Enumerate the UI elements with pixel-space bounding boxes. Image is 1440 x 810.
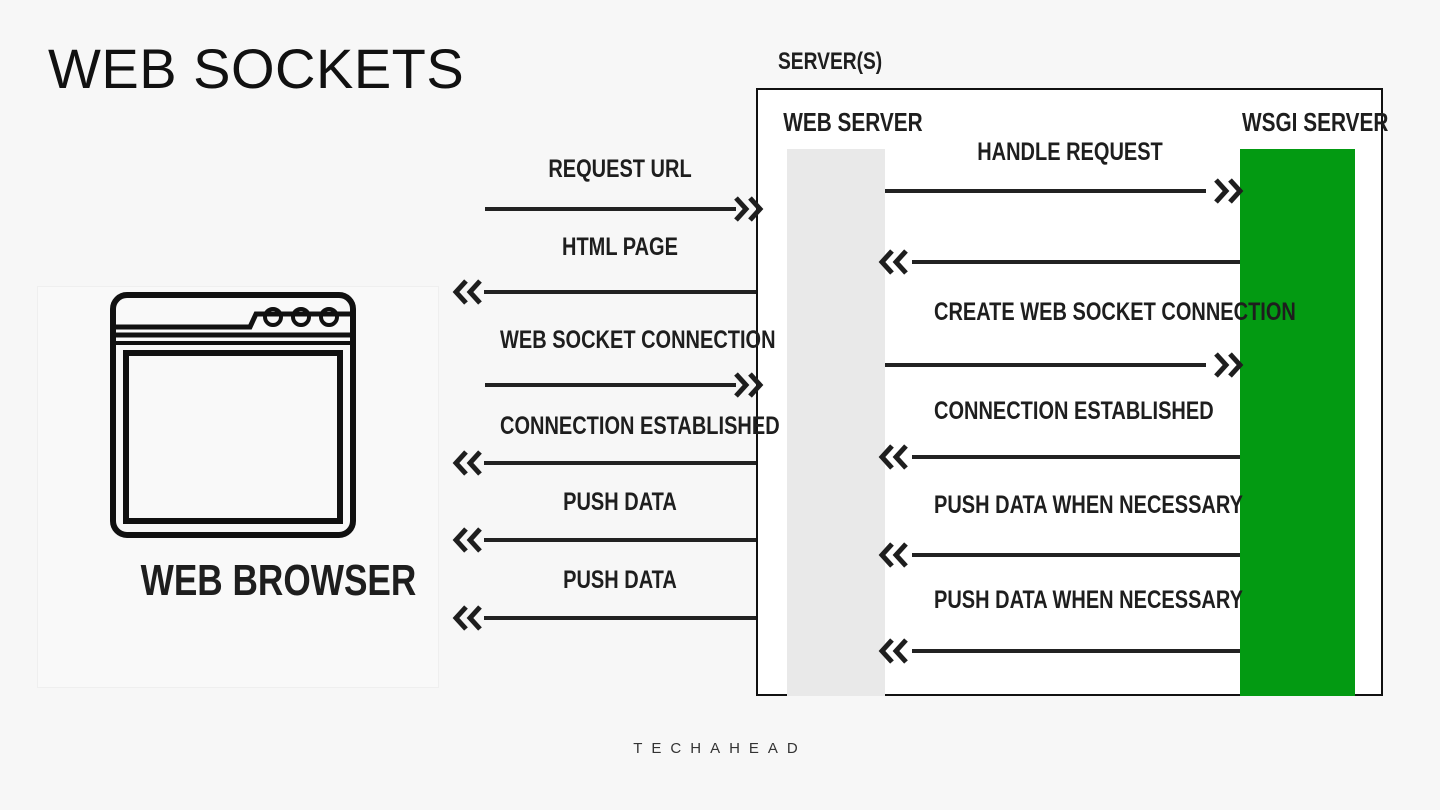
footer-brand: TECHAHEAD [633,740,807,757]
arrow-server-connection-established [882,446,1240,468]
msg-web-socket-connection: WEB SOCKET CONNECTION [500,326,776,354]
arrow-connection-established [456,452,756,474]
arrow-push-data-when-necessary-2 [882,640,1240,662]
arrow-handle-request [885,180,1240,202]
arrow-handle-response [882,251,1240,273]
msg-request-url: REQUEST URL [548,155,692,183]
msg-handle-request: HANDLE REQUEST [977,138,1163,166]
arrow-html-page [456,281,756,303]
arrow-web-socket-connection [485,374,760,396]
arrow-request-url [485,198,760,220]
web-server-column [787,149,885,696]
arrow-push-data-1 [456,529,756,551]
msg-connection-established: CONNECTION ESTABLISHED [500,412,780,440]
arrow-push-data-when-necessary-1 [882,544,1240,566]
msg-push-data-1: PUSH DATA [563,488,677,516]
arrow-push-data-2 [456,607,756,629]
page-title: WEB SOCKETS [48,37,465,100]
msg-server-connection-established: CONNECTION ESTABLISHED [934,397,1214,425]
servers-label: SERVER(S) [778,48,883,75]
wsgi-server-column [1240,149,1355,696]
arrow-create-web-socket-connection [885,354,1240,376]
msg-html-page: HTML PAGE [562,233,678,261]
msg-push-data-2: PUSH DATA [563,566,677,594]
msg-push-data-when-necessary-2: PUSH DATA WHEN NECESSARY [934,586,1243,614]
msg-push-data-when-necessary-1: PUSH DATA WHEN NECESSARY [934,491,1243,519]
